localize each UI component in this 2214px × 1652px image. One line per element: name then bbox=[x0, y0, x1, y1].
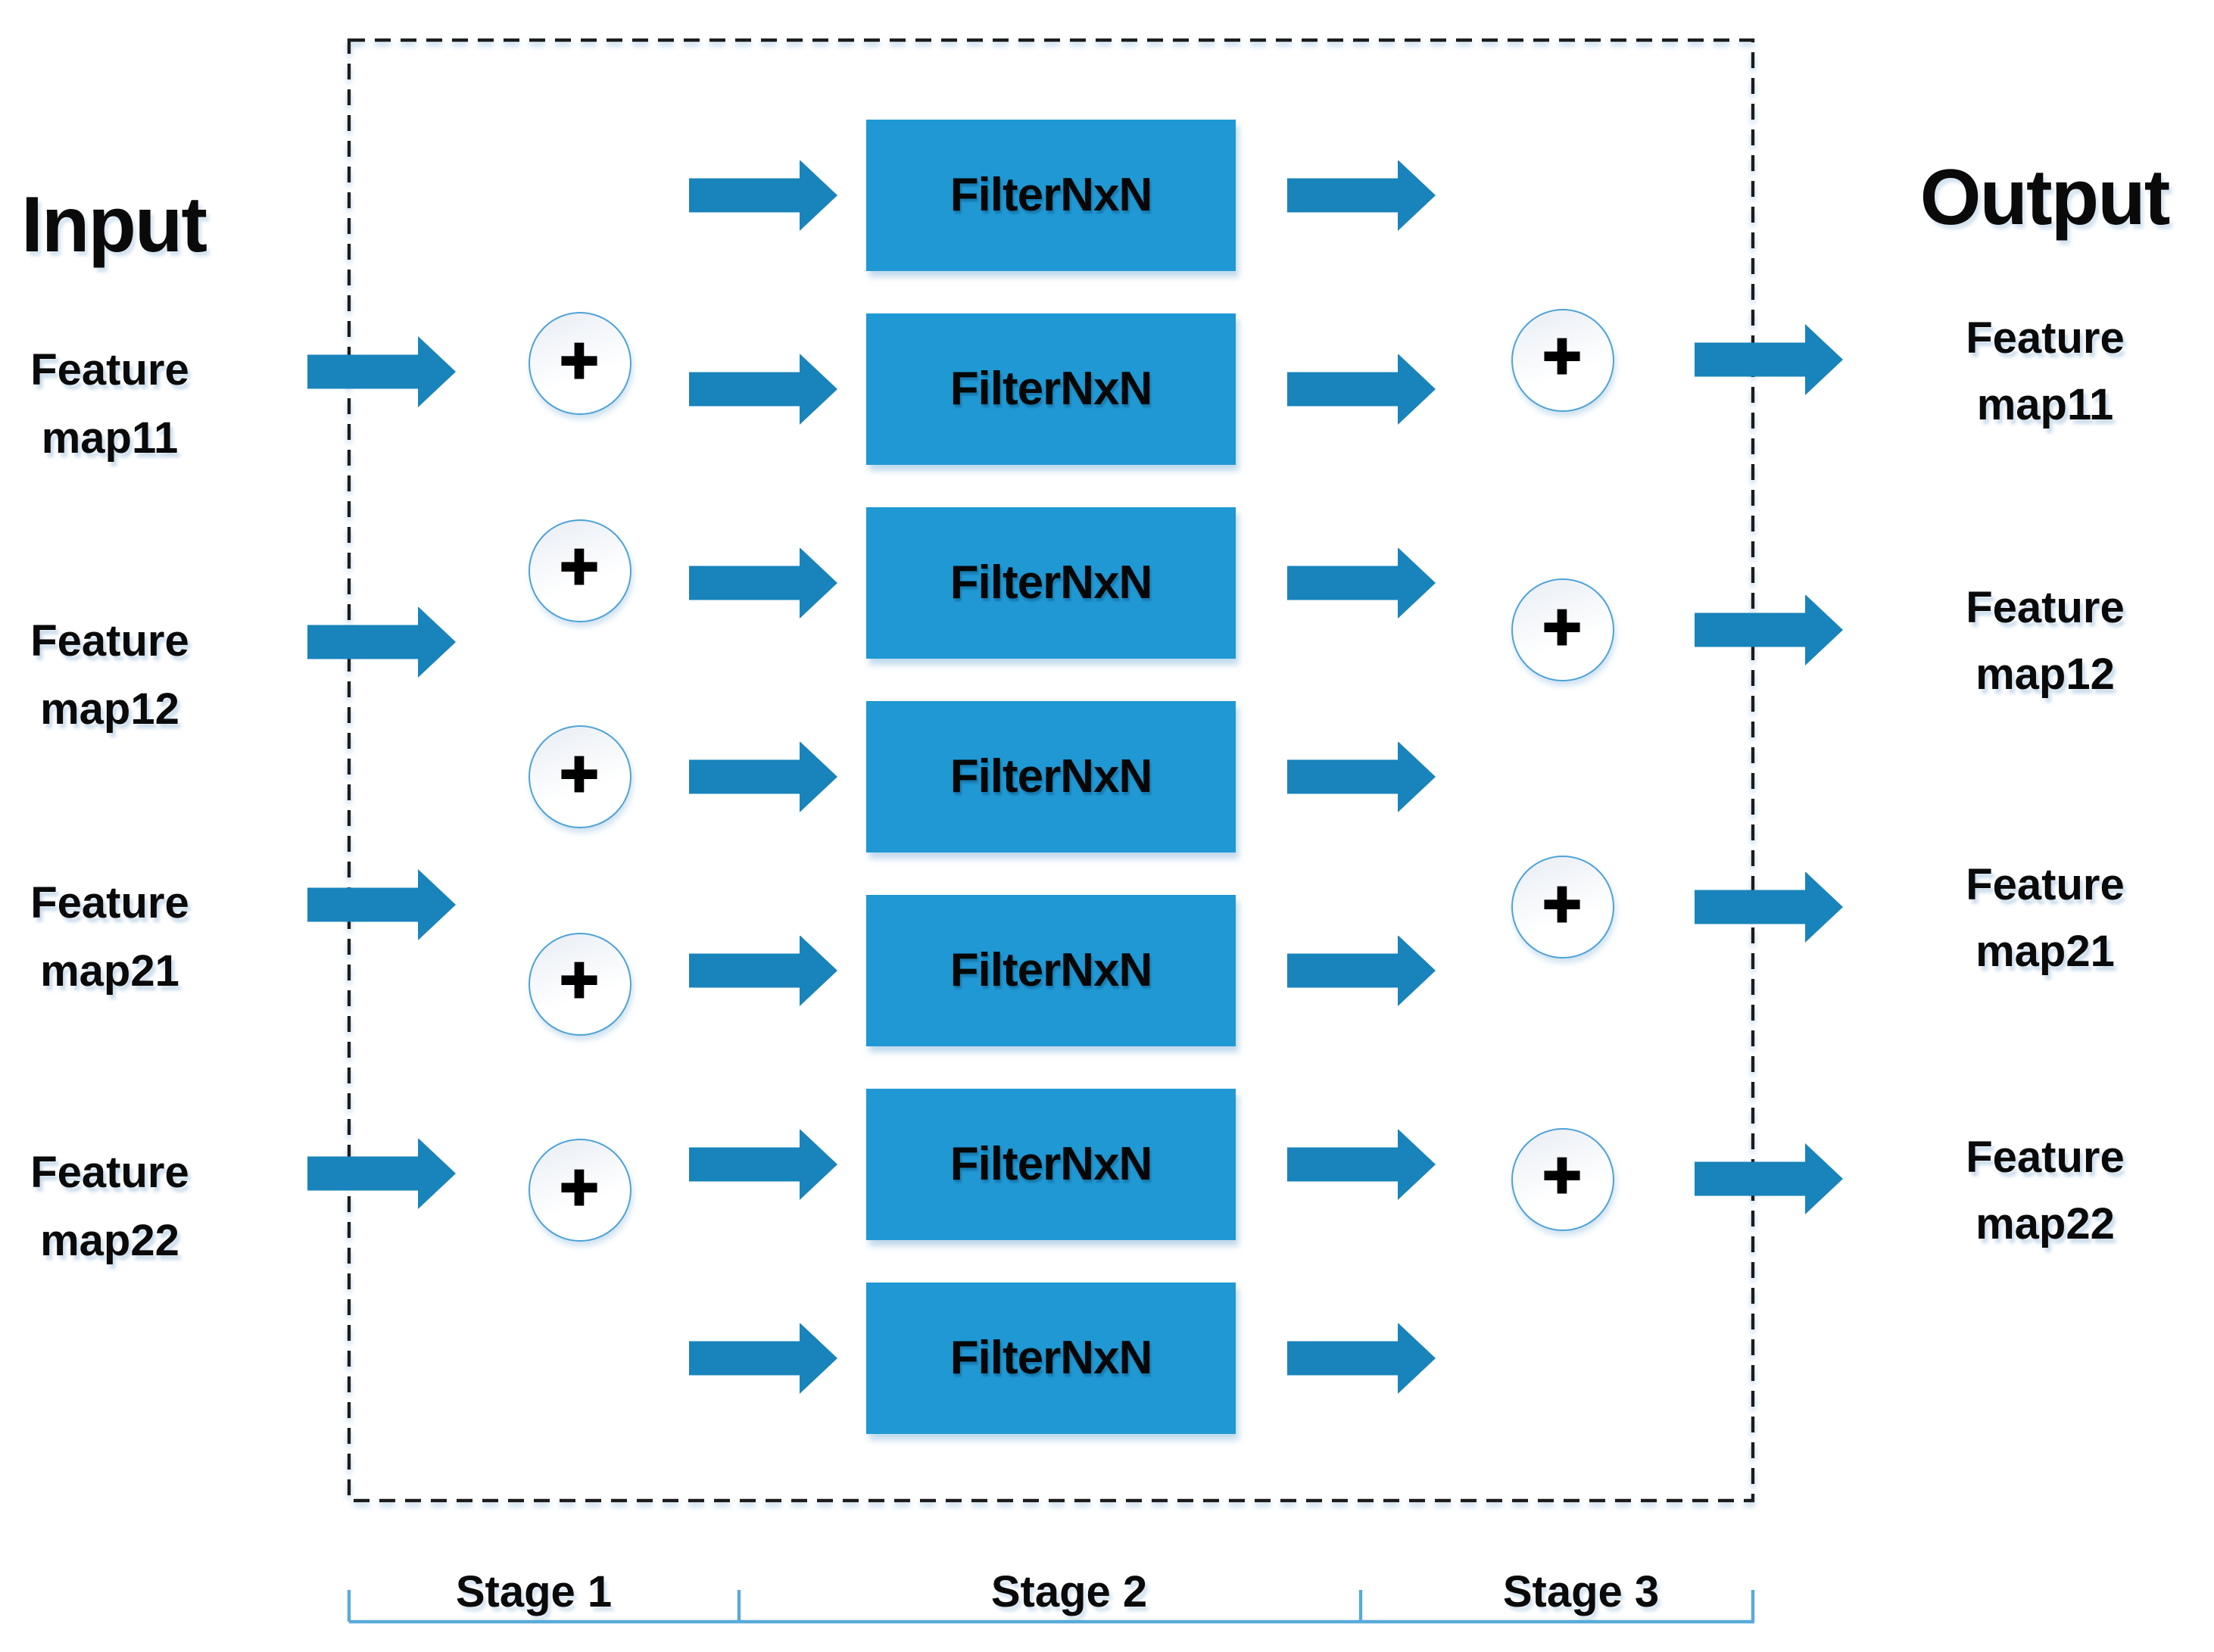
plus-icon: + bbox=[559, 943, 600, 1018]
filter-box-label: FilterNxN bbox=[950, 1331, 1153, 1384]
feature-map-line2: map22 bbox=[40, 1217, 179, 1265]
feature-map-line2: map22 bbox=[1975, 1200, 2115, 1248]
input-feature-map-label: Feature map12 bbox=[0, 608, 220, 744]
feature-map-line2: map12 bbox=[1975, 651, 2115, 700]
sum-node: + bbox=[1511, 856, 1614, 958]
plus-icon: + bbox=[1542, 319, 1583, 394]
sum-node: + bbox=[1511, 1127, 1614, 1230]
output-feature-map-label: Feature map11 bbox=[1894, 305, 2197, 438]
output-feature-map-label: Feature map21 bbox=[1894, 852, 2197, 986]
feature-map-line2: map21 bbox=[40, 948, 179, 996]
sum-node: + bbox=[528, 1139, 631, 1242]
input-feature-map-label: Feature map22 bbox=[0, 1139, 220, 1276]
plus-icon: + bbox=[1542, 1139, 1583, 1213]
stage-label: Stage 3 bbox=[1502, 1569, 1660, 1617]
filter-box: FilterNxN bbox=[866, 313, 1236, 465]
feature-map-line1: Feature bbox=[30, 347, 189, 395]
sum-node: + bbox=[528, 519, 631, 622]
filter-box: FilterNxN bbox=[866, 120, 1236, 271]
sum-node: + bbox=[528, 932, 631, 1035]
input-feature-map-label: Feature map11 bbox=[0, 338, 220, 474]
input-feature-map-label: Feature map21 bbox=[0, 871, 220, 1007]
plus-icon: + bbox=[559, 737, 600, 811]
plus-icon: + bbox=[1542, 867, 1583, 941]
plus-icon: + bbox=[1542, 590, 1583, 664]
filter-box: FilterNxN bbox=[866, 895, 1236, 1046]
feature-map-line2: map11 bbox=[41, 415, 179, 463]
filter-box-label: FilterNxN bbox=[950, 943, 1153, 996]
feature-map-line1: Feature bbox=[30, 617, 189, 665]
feature-map-line2: map12 bbox=[40, 685, 179, 734]
filter-box: FilterNxN bbox=[866, 701, 1236, 852]
sum-node: + bbox=[1511, 578, 1614, 681]
feature-map-line1: Feature bbox=[30, 1149, 189, 1197]
output-title: Output bbox=[1919, 154, 2171, 242]
output-feature-map-label: Feature map22 bbox=[1894, 1124, 2197, 1258]
filter-box-label: FilterNxN bbox=[950, 168, 1153, 221]
plus-icon: + bbox=[559, 530, 600, 604]
feature-map-line2: map11 bbox=[1976, 381, 2114, 429]
filter-box-label: FilterNxN bbox=[950, 556, 1153, 609]
filter-box-label: FilterNxN bbox=[950, 750, 1153, 803]
sum-node: + bbox=[528, 312, 631, 415]
feature-map-line1: Feature bbox=[1966, 584, 2125, 633]
filter-box-label: FilterNxN bbox=[950, 1137, 1153, 1190]
filter-box-label: FilterNxN bbox=[950, 362, 1153, 415]
filter-box: FilterNxN bbox=[866, 1283, 1236, 1434]
input-title: Input bbox=[20, 182, 207, 270]
feature-map-line2: map21 bbox=[1975, 928, 2115, 977]
filter-box: FilterNxN bbox=[866, 507, 1236, 659]
plus-icon: + bbox=[559, 1150, 600, 1224]
sum-node: + bbox=[528, 725, 631, 828]
plus-icon: + bbox=[559, 323, 600, 397]
stage-label: Stage 1 bbox=[455, 1569, 613, 1617]
filter-box: FilterNxN bbox=[866, 1089, 1236, 1240]
dashed-boundary-box bbox=[347, 38, 1755, 1503]
feature-map-line1: Feature bbox=[1966, 1133, 2125, 1182]
feature-map-line1: Feature bbox=[30, 880, 189, 928]
feature-map-line1: Feature bbox=[1966, 862, 2125, 910]
feature-map-line1: Feature bbox=[1966, 314, 2125, 363]
sum-node: + bbox=[1511, 308, 1614, 411]
output-feature-map-label: Feature map12 bbox=[1894, 575, 2197, 709]
stage-label: Stage 2 bbox=[990, 1569, 1148, 1617]
